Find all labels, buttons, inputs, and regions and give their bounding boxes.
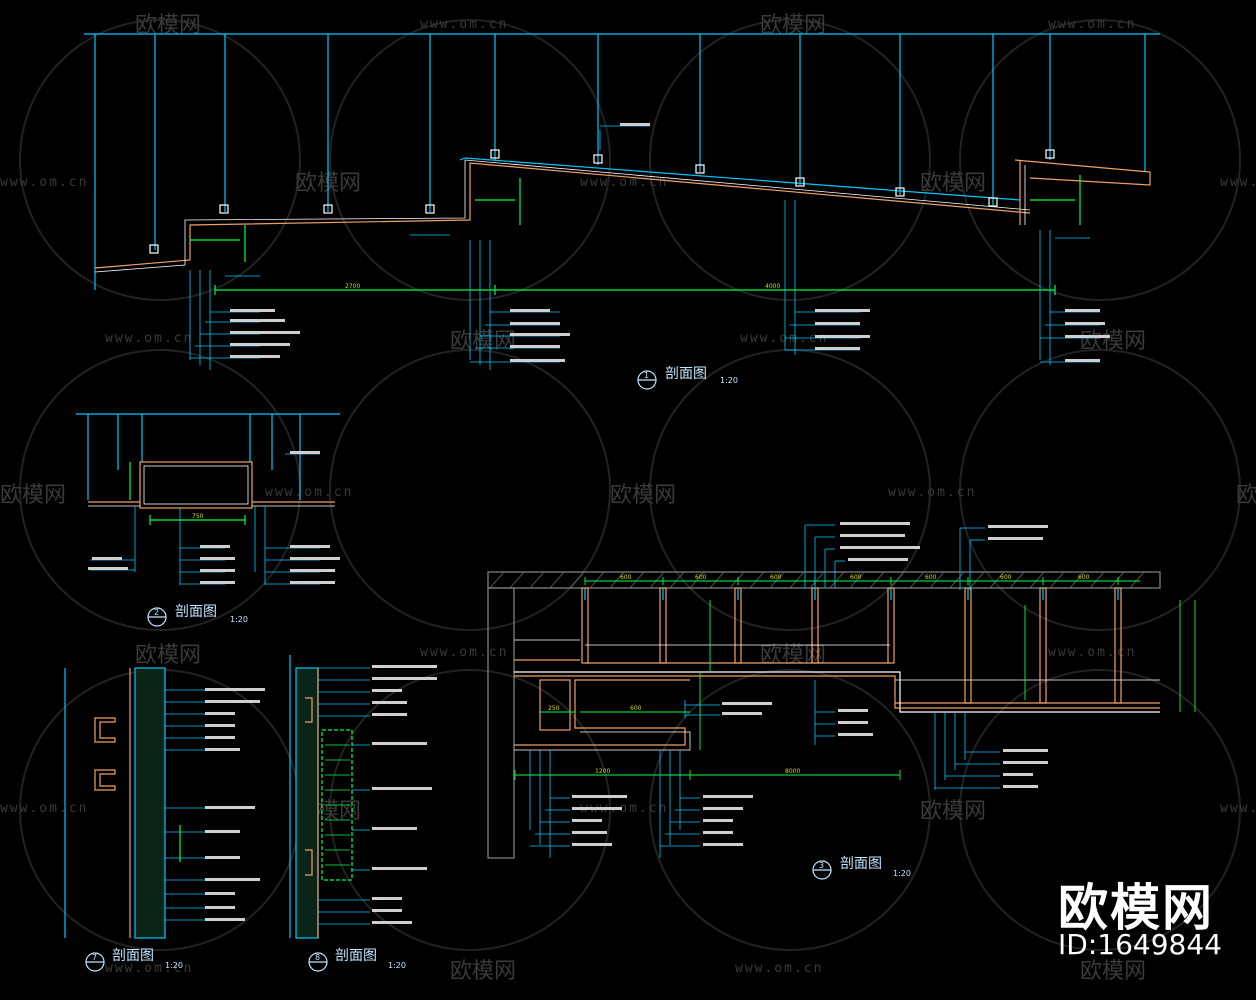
dimension-label: 8000 — [785, 768, 800, 775]
section-number: 1 — [644, 371, 649, 380]
section-3-drawing: 600 600 600 600 600 600 600 1200 8000 60… — [487, 522, 1196, 880]
watermark-url: www.om.cn — [1048, 17, 1136, 32]
dimension-label: 750 — [192, 513, 204, 520]
watermark-logo: 欧模网 — [760, 643, 826, 668]
watermark-logo: 欧模网 — [920, 171, 986, 196]
watermark-url: www.om.cn — [420, 645, 508, 660]
section-title: 剖面图 — [112, 948, 154, 964]
watermark-url: www.om.cn — [105, 331, 193, 346]
dimension-label: 2700 — [345, 283, 360, 290]
watermark-url: www.om.cn — [0, 175, 88, 190]
dimension-label: 250 — [548, 705, 560, 712]
watermark-url: www.om.cn — [580, 801, 668, 816]
section-7-drawing: 7 剖面图 1:20 — [64, 667, 265, 972]
section-scale: 1:20 — [165, 961, 183, 970]
watermark-logo: 欧模网 — [920, 799, 986, 824]
watermark-url: www.om.cn — [1220, 175, 1256, 190]
section-number: 8 — [315, 953, 320, 962]
section-title: 剖面图 — [335, 948, 377, 964]
watermark-url: www.om.cn — [265, 485, 353, 500]
watermark-logo: 欧模网 — [610, 483, 676, 508]
dimension-label: 600 — [630, 705, 642, 712]
watermark-url: www.om.cn — [888, 485, 976, 500]
dimension-label: 4000 — [765, 283, 780, 290]
watermark-url: www.om.cn — [1220, 801, 1256, 816]
watermark-logo: 欧模网 — [450, 329, 516, 354]
section-scale: 1:20 — [720, 376, 738, 385]
dimension-label: 600 — [770, 574, 782, 581]
section-title: 剖面图 — [665, 366, 707, 382]
brand-logo: 欧模网 — [1058, 879, 1214, 937]
watermark-logo: 欧模网 — [135, 643, 201, 668]
dimension-label: 600 — [1078, 574, 1090, 581]
watermark-url: www.om.cn — [1048, 645, 1136, 660]
watermark-logo: 欧模网 — [0, 483, 66, 508]
section-scale: 1:20 — [388, 961, 406, 970]
watermark-url: www.om.cn — [105, 961, 193, 976]
section-scale: 1:20 — [893, 869, 911, 878]
section-title: 剖面图 — [175, 604, 217, 620]
section-8-drawing: 8 剖面图 1:20 — [289, 655, 437, 972]
watermark-logo: 欧模网 — [1080, 959, 1146, 984]
dimension-label: 600 — [695, 574, 707, 581]
dimension-label: 600 — [620, 574, 632, 581]
section-number: 2 — [154, 608, 159, 617]
section-2-drawing: 750 2 剖面图 1:20 — [76, 413, 340, 627]
watermark-url: www.om.cn — [735, 961, 823, 976]
watermark-url: www.om.cn — [740, 331, 828, 346]
dimension-label: 1200 — [595, 768, 610, 775]
watermark-url: www.om.cn — [0, 801, 88, 816]
section-number: 7 — [92, 953, 97, 962]
dimension-label: 600 — [1000, 574, 1012, 581]
watermark-logo: 欧模网 — [1080, 329, 1146, 354]
section-scale: 1:20 — [230, 615, 248, 624]
dimension-label: 600 — [925, 574, 937, 581]
dimension-label: 600 — [850, 574, 862, 581]
watermark-logo: 欧模网 — [1236, 483, 1256, 508]
watermark-logos: 欧模网 欧模网 欧模网 欧模网 欧模网 欧模网 欧模网 欧模网 欧模网 欧模网 … — [0, 13, 1256, 984]
asset-id: ID:1649844 — [1058, 928, 1222, 961]
watermark-url: www.om.cn — [420, 17, 508, 32]
section-1-drawing: 2700 4000 1 — [84, 33, 1160, 390]
watermark-logo: 欧模网 — [450, 959, 516, 984]
section-number: 3 — [819, 861, 824, 870]
section-title: 剖面图 — [840, 856, 882, 872]
